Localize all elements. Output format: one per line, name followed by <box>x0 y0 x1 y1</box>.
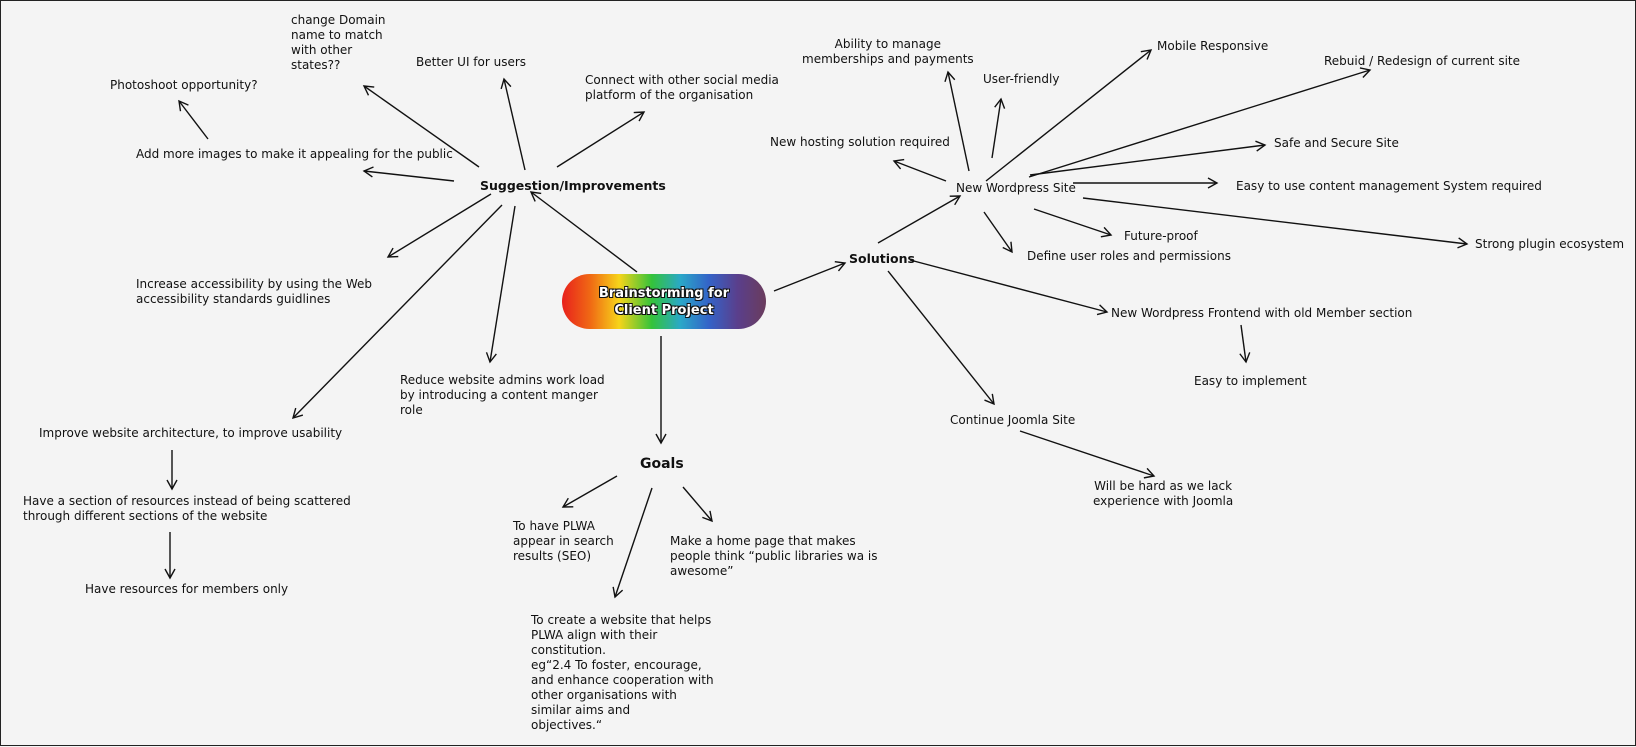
edge-wordpress-hosting <box>892 158 947 182</box>
edge-images-photoshoot <box>178 99 209 140</box>
edge-wordpress-mobile <box>985 49 1153 182</box>
node-plugins: Strong plugin ecosystem <box>1475 237 1625 251</box>
node-user-friendly: User-friendly <box>983 72 1060 86</box>
edge-goals-seo <box>561 475 618 508</box>
edge-solutions-wordpress <box>877 195 962 244</box>
edge-joomla-hard <box>1019 430 1156 479</box>
node-memberships: Ability to manage memberships and paymen… <box>802 37 974 66</box>
node-improve-architecture: Improve website architecture, to improve… <box>39 426 343 440</box>
edge-suggestions-domain <box>362 85 480 168</box>
node-future-proof: Future-proof <box>1124 229 1198 243</box>
node-wordpress-frontend: New Wordpress Frontend with old Member s… <box>1111 306 1413 320</box>
edge-suggestions-accessibility <box>386 193 492 258</box>
node-reduce-workload: Reduce website admins work load by intro… <box>400 373 605 417</box>
node-user-roles: Define user roles and permissions <box>1027 249 1231 263</box>
edge-central-suggestions <box>529 191 638 273</box>
edge-goals-constitution <box>612 487 653 599</box>
node-mobile-responsive: Mobile Responsive <box>1157 39 1269 53</box>
edge-wordpress-future <box>1033 208 1113 238</box>
node-joomla-hard: Will be hard as we lack experience with … <box>1093 479 1234 508</box>
solutions-hub: Solutions <box>849 251 915 266</box>
node-add-images: Add more images to make it appealing for… <box>136 147 453 161</box>
node-easy-implement: Easy to implement <box>1194 374 1307 388</box>
suggestions-hub: Suggestion/Improvements <box>480 178 666 193</box>
node-seo: To have PLWA appear in search results (S… <box>513 519 614 563</box>
node-members-resources: Have resources for members only <box>85 582 289 596</box>
node-connect-social: Connect with other social media platform… <box>585 73 779 102</box>
edge-wordpress-roles <box>983 211 1013 254</box>
edge-solutions-frontend <box>909 259 1109 316</box>
edge-goals-homepage <box>682 486 713 523</box>
node-new-wordpress: New Wordpress Site <box>956 181 1076 195</box>
node-secure: Safe and Secure Site <box>1274 136 1399 150</box>
edge-suggestions-better-ui <box>500 77 526 171</box>
edge-wordpress-memberships <box>944 70 970 172</box>
node-photoshoot: Photoshoot opportunity? <box>110 78 258 92</box>
edge-suggestions-architecture <box>291 204 503 420</box>
edge-wordpress-secure <box>1029 140 1267 176</box>
goals-hub: Goals <box>640 456 684 472</box>
node-constitution: To create a website that helps PLWA alig… <box>531 613 714 732</box>
node-cms: Easy to use content management System re… <box>1236 179 1542 193</box>
central-topic-node: Brainstorming for Client Project <box>562 274 766 329</box>
node-accessibility: Increase accessibility by using the Web … <box>136 277 373 306</box>
node-rebuild: Rebuid / Redesign of current site <box>1324 54 1520 68</box>
node-resources-section: Have a section of resources instead of b… <box>23 494 351 523</box>
central-topic-label: Brainstorming for Client Project <box>598 285 730 318</box>
edge-frontend-easy <box>1239 324 1251 364</box>
node-change-domain: change Domain name to match with other s… <box>291 13 386 72</box>
node-joomla: Continue Joomla Site <box>950 413 1076 427</box>
node-better-ui: Better UI for users <box>416 55 527 69</box>
edge-wordpress-rebuild <box>1028 67 1372 178</box>
edge-central-solutions <box>773 260 847 292</box>
edge-wordpress-plugins <box>1082 197 1469 249</box>
edge-suggestions-workload <box>485 205 516 364</box>
edge-wordpress-userfriendly <box>991 97 1006 159</box>
node-home-page: Make a home page that makes people think… <box>670 534 878 578</box>
edge-suggestions-images <box>362 166 455 182</box>
edge-solutions-joomla <box>887 270 995 406</box>
node-hosting: New hosting solution required <box>770 135 950 149</box>
edge-suggestions-social <box>556 111 646 168</box>
